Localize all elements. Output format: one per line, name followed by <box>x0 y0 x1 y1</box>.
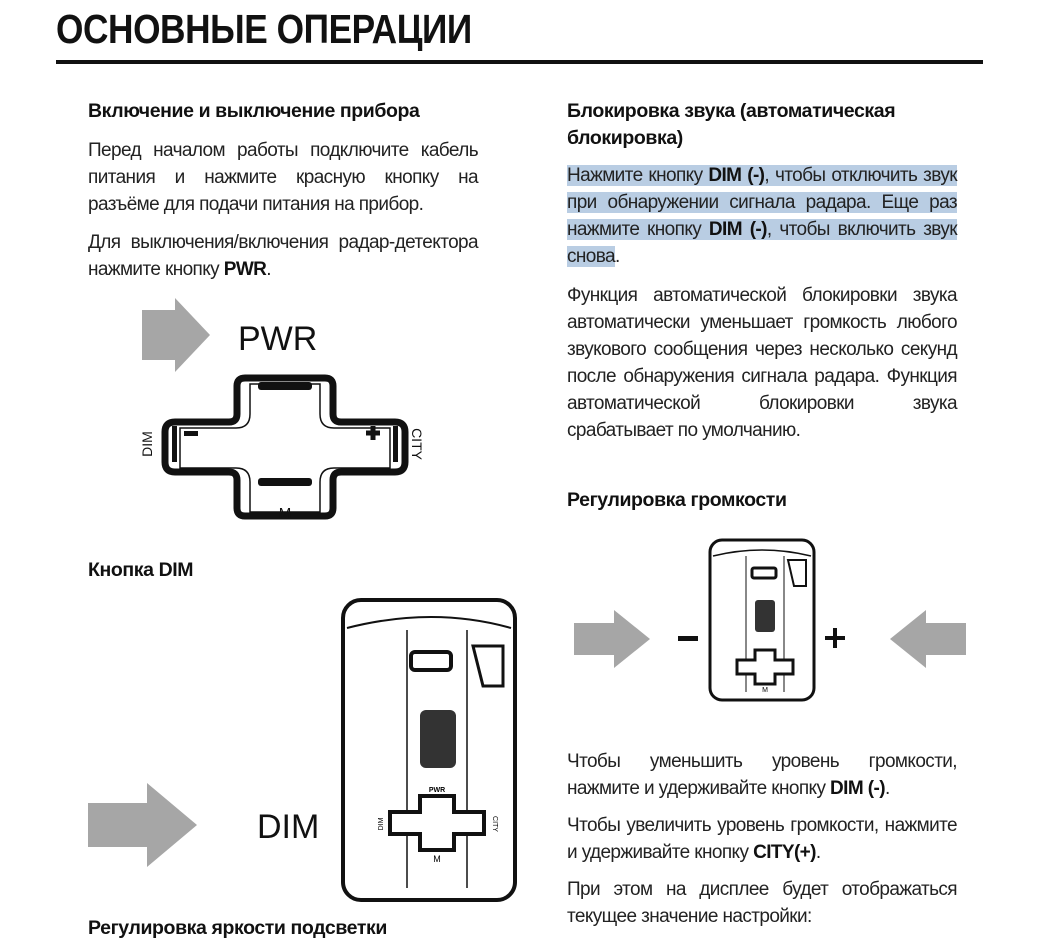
m-mini-label: M <box>433 854 441 864</box>
plus-icon <box>825 628 845 648</box>
section-mute: Блокировка звука (автоматическая блокиро… <box>567 98 958 444</box>
section-heading: Кнопка DIM <box>88 559 194 581</box>
pwr-label: PWR <box>238 320 317 358</box>
arrow-icon <box>890 610 966 668</box>
cross-button-outline <box>161 374 409 520</box>
pwr-mini-label: PWR <box>429 787 445 794</box>
paragraph: Чтобы увеличить уровень громкости, нажми… <box>567 815 958 863</box>
highlighted-paragraph: Нажмите кнопку DIM (-), чтобы отключить … <box>567 165 958 267</box>
pwr-button-diagram: PWR DIM CITY M <box>139 298 425 522</box>
section-heading: Регулировка яркости подсветки <box>88 917 387 939</box>
city-label: CITY <box>409 428 425 461</box>
arrow-icon <box>88 783 197 867</box>
m-label: M <box>279 505 292 522</box>
section-heading: Блокировка звука (автоматическая блокиро… <box>567 100 896 149</box>
minus-icon <box>184 431 198 436</box>
city-mini-label: CITY <box>491 816 498 832</box>
paragraph: Для выключения/включения радар-детектора… <box>88 232 479 280</box>
section-heading: Регулировка громкости <box>567 489 787 511</box>
arrow-icon <box>574 610 650 668</box>
arrow-icon <box>142 298 210 372</box>
dim-label: DIM <box>257 808 319 846</box>
volume-diagram: M <box>574 538 966 702</box>
svg-text:M: M <box>762 687 768 694</box>
section-heading: Включение и выключение прибора <box>88 100 420 122</box>
paragraph: Перед началом работы подключите кабель п… <box>88 140 479 215</box>
minus-icon <box>678 636 698 641</box>
plus-icon <box>366 426 380 440</box>
dim-label: DIM <box>139 431 155 457</box>
speaker-grille <box>420 710 456 768</box>
section-power: Включение и выключение прибора Перед нач… <box>88 98 479 283</box>
section-volume: Чтобы уменьшить уровень громкости, нажми… <box>567 748 958 930</box>
paragraph: Функция автоматической блокировки звука … <box>567 285 958 441</box>
paragraph: Чтобы уменьшить уровень громкости, нажми… <box>567 751 958 799</box>
page-title: ОСНОВНЫЕ ОПЕРАЦИИ <box>56 6 472 52</box>
dim-mini-label: DIM <box>378 817 385 830</box>
title-divider <box>56 60 983 64</box>
paragraph: При этом на дисплее будет отображаться т… <box>567 879 958 927</box>
dim-device-diagram: DIM PWR DIM CITY M <box>88 598 517 902</box>
